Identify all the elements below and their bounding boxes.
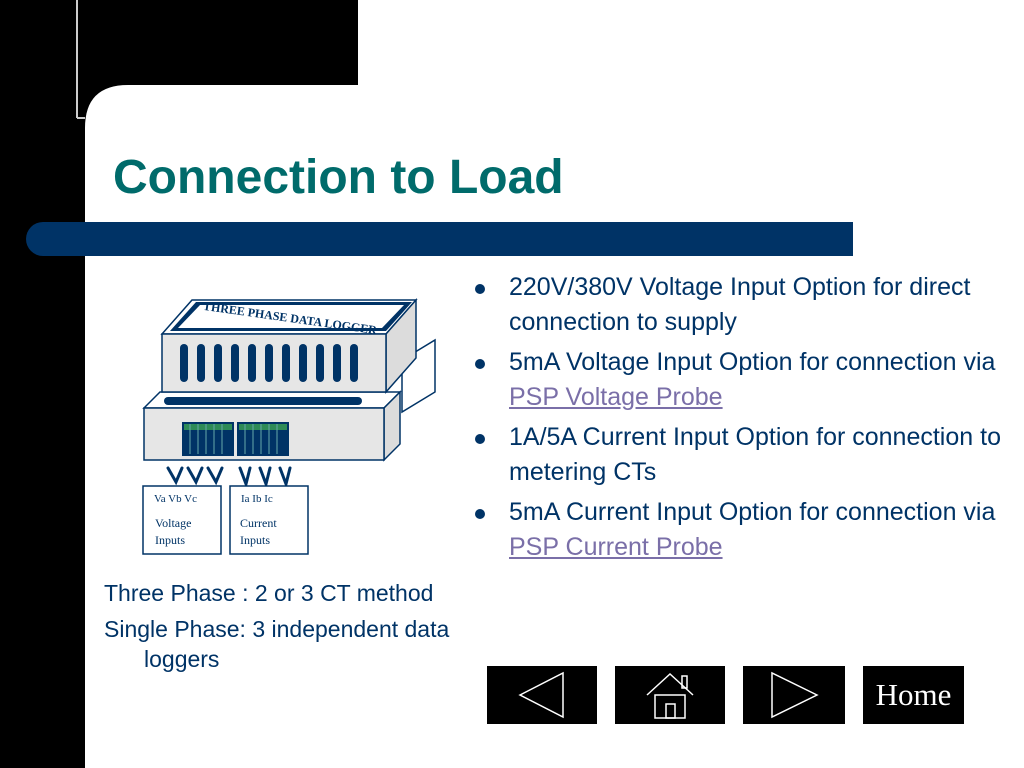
bullet-item: 5mA Current Input Option for connection … xyxy=(470,495,1010,565)
triangle-right-icon xyxy=(771,671,819,719)
vent-slots xyxy=(180,344,358,382)
current-inputs-box xyxy=(229,485,309,555)
voltage-label-line1: Voltage xyxy=(155,516,191,530)
terminal-block-current xyxy=(237,422,289,456)
current-label-line1: Current xyxy=(240,516,277,530)
previous-button[interactable] xyxy=(487,666,597,724)
bullet-dot xyxy=(475,284,485,294)
voltage-terminals: Va Vb Vc xyxy=(154,493,197,505)
psp-current-probe-link[interactable]: PSP Current Probe xyxy=(509,533,723,561)
bullet-text: 220V/380V Voltage Input Option for direc… xyxy=(509,273,971,336)
home-icon-button[interactable] xyxy=(615,666,725,724)
bullet-item: 220V/380V Voltage Input Option for direc… xyxy=(470,270,1010,340)
bullet-text: 1A/5A Current Input Option for connectio… xyxy=(509,423,1001,486)
psp-voltage-probe-link[interactable]: PSP Voltage Probe xyxy=(509,383,723,411)
slide-title: Connection to Load xyxy=(113,151,564,204)
data-logger-diagram: THREE PHASE DATA LOGGER xyxy=(142,298,436,555)
next-button[interactable] xyxy=(743,666,845,724)
bullet-dot xyxy=(475,359,485,369)
title-underline-bar xyxy=(26,222,853,256)
home-button[interactable]: Home xyxy=(863,666,964,724)
top-block xyxy=(85,0,358,128)
bullet-text: 5mA Voltage Input Option for connection … xyxy=(509,348,996,376)
note-three-phase: Three Phase : 2 or 3 CT method xyxy=(104,580,434,606)
bullet-dot xyxy=(475,509,485,519)
phase-notes: Three Phase : 2 or 3 CT method Single Ph… xyxy=(104,578,464,680)
feature-bullet-list: 220V/380V Voltage Input Option for direc… xyxy=(470,270,1010,570)
house-icon xyxy=(646,672,694,719)
triangle-left-icon xyxy=(518,671,564,719)
bullet-dot xyxy=(475,434,485,444)
connector-slot xyxy=(164,397,362,405)
note-single-phase: Single Phase: 3 independent data loggers xyxy=(104,616,450,672)
input-wires xyxy=(166,466,292,490)
current-terminals: Ia Ib Ic xyxy=(241,493,273,505)
bullet-item: 5mA Voltage Input Option for connection … xyxy=(470,345,1010,415)
voltage-label-line2: Inputs xyxy=(155,533,185,547)
bullet-text: 5mA Current Input Option for connection … xyxy=(509,498,996,526)
voltage-inputs-box xyxy=(142,485,222,555)
terminal-block-voltage xyxy=(182,422,234,456)
current-label-line2: Inputs xyxy=(240,533,270,547)
left-band xyxy=(0,0,85,768)
bullet-item: 1A/5A Current Input Option for connectio… xyxy=(470,420,1010,490)
